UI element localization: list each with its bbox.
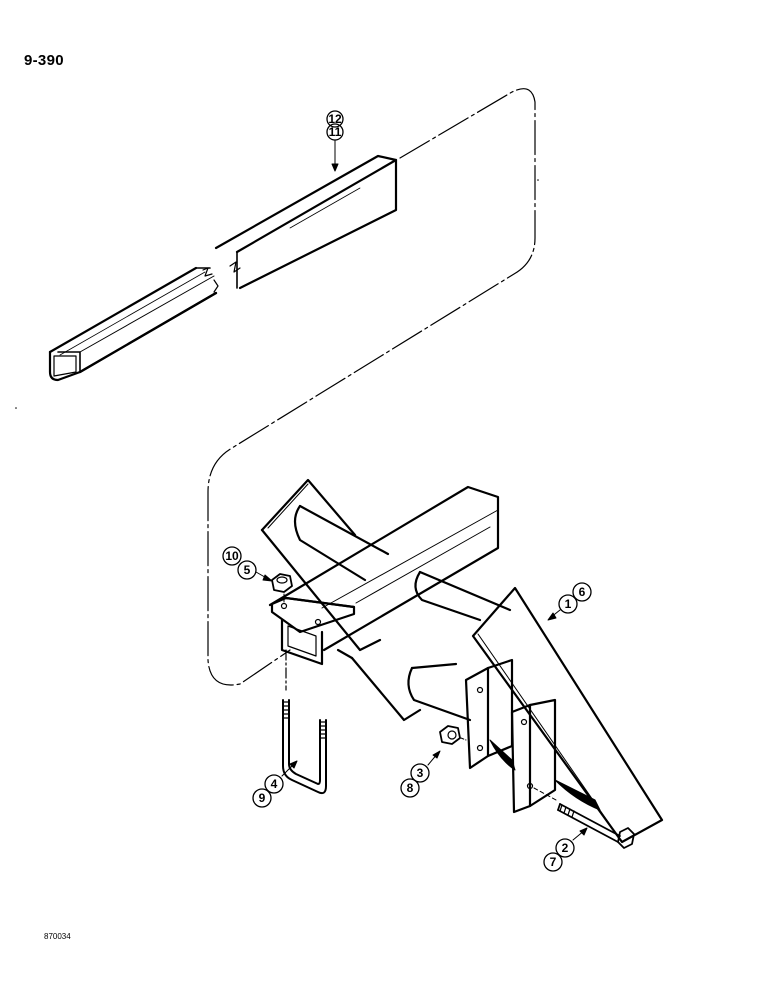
svg-text:7: 7: [550, 855, 557, 869]
phantom-outline: [207, 88, 536, 686]
svg-text:1: 1: [565, 597, 572, 611]
callout-4-9: 4 9: [252, 760, 298, 808]
svg-text:11: 11: [329, 125, 342, 139]
square-tube-part: [48, 154, 398, 382]
svg-text:6: 6: [579, 585, 586, 599]
callout-1-6: 1 6: [547, 582, 592, 621]
page-number: 9-390: [24, 52, 64, 69]
callout-3-8: 3 8: [400, 750, 441, 798]
nut-upper-part: [271, 573, 293, 603]
svg-text:9: 9: [259, 791, 266, 805]
svg-text:5: 5: [244, 563, 251, 577]
callout-12-11: 12 11: [326, 110, 344, 172]
callout-2-7: 2 7: [543, 827, 588, 872]
bolt-part: [533, 787, 635, 849]
drawing-number: 870034: [44, 932, 71, 941]
svg-text:10: 10: [225, 549, 239, 563]
callout-10-5: 10 5: [222, 546, 273, 582]
u-bolt-part: [282, 699, 327, 795]
mounting-frame-assembly: [260, 478, 664, 844]
svg-text:8: 8: [407, 781, 414, 795]
svg-text:12: 12: [328, 112, 342, 126]
svg-text:3: 3: [417, 766, 424, 780]
nut-lower-part: [439, 725, 467, 745]
svg-text:2: 2: [562, 841, 569, 855]
svg-text:4: 4: [271, 777, 278, 791]
